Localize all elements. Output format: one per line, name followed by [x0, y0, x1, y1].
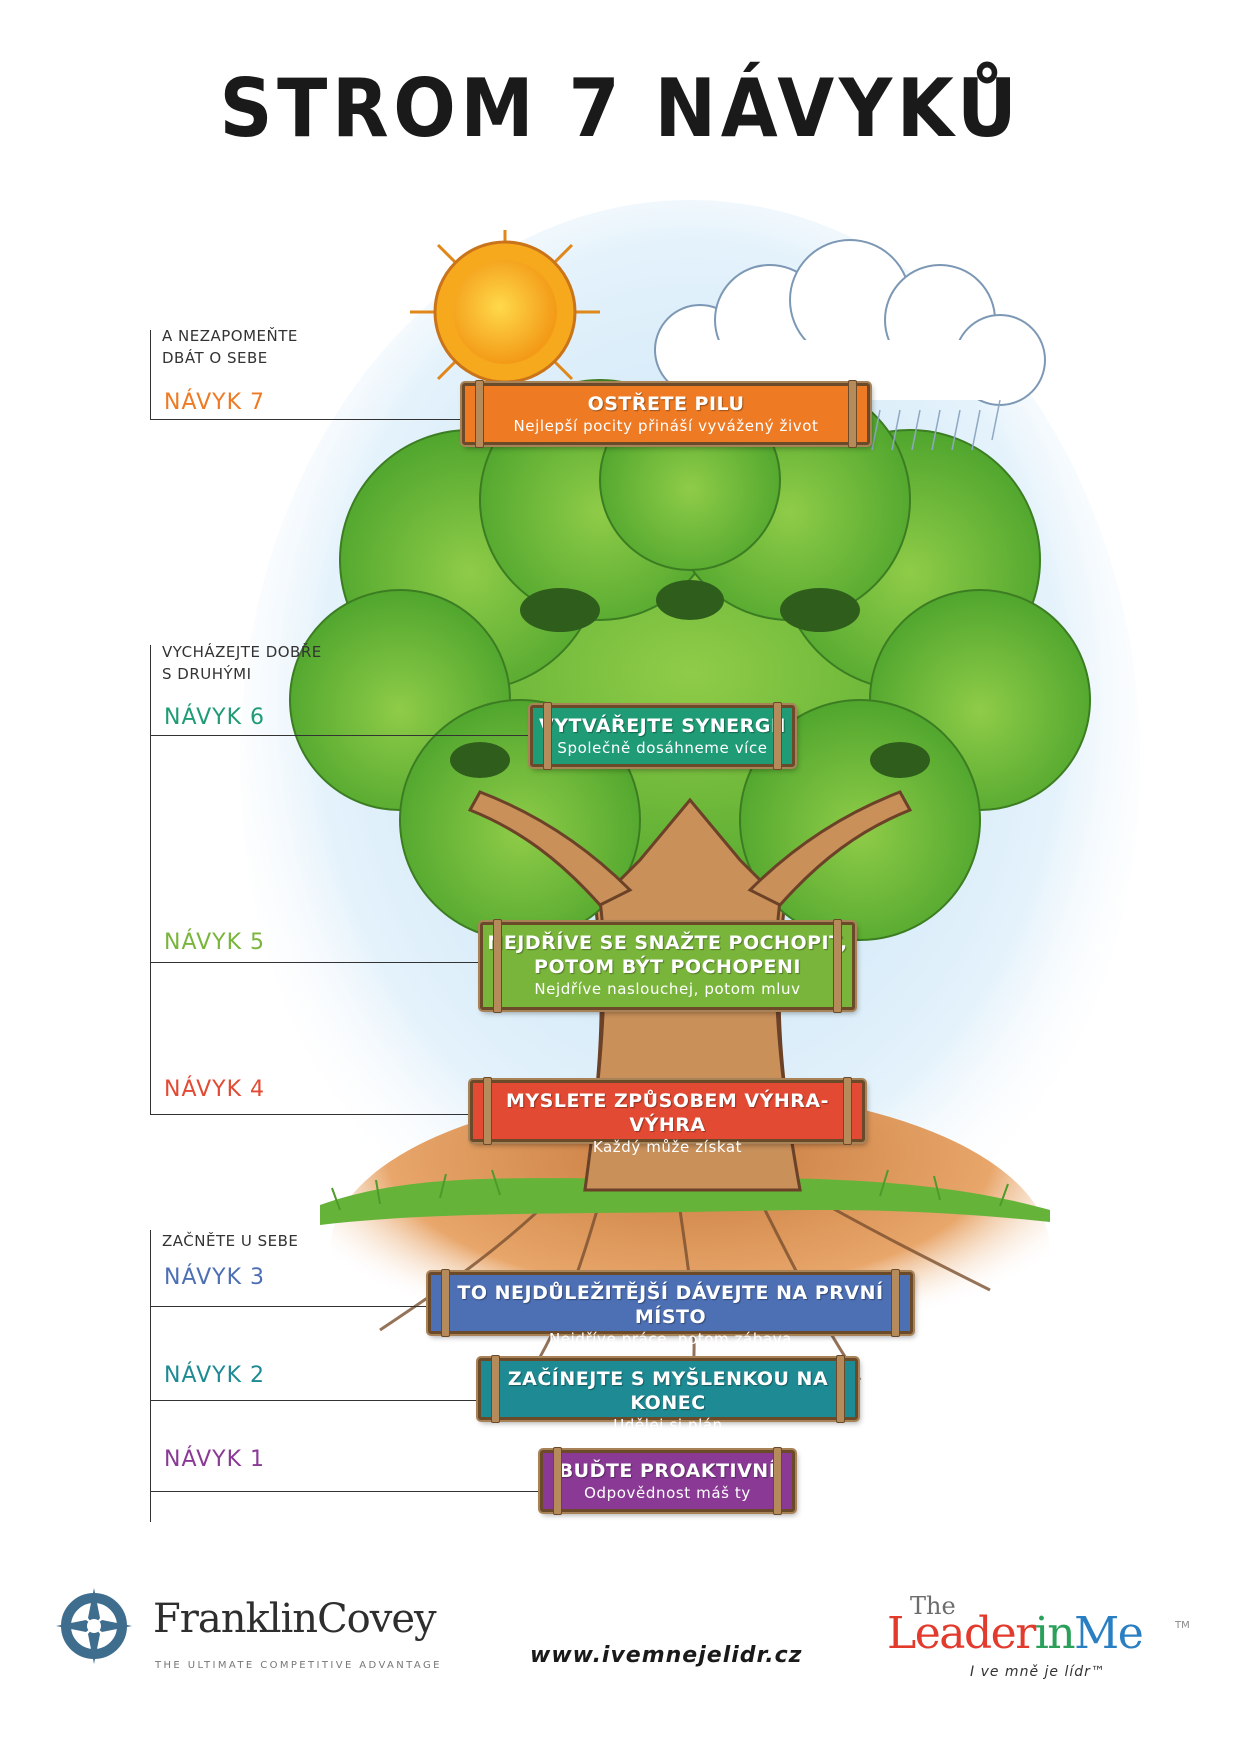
- leader-in-me-logo-text: LeaderinMe: [887, 1608, 1144, 1659]
- habit-1-sign: BUĎTE PROAKTIVNÍ Odpovědnost máš ty: [540, 1447, 795, 1515]
- habit-2-subtitle: Udělej si plán: [613, 1416, 723, 1434]
- compass-logo-icon: [56, 1588, 132, 1664]
- grass: [320, 1177, 1050, 1225]
- franklincovey-tagline: THE ULTIMATE COMPETITIVE ADVANTAGE: [155, 1660, 442, 1671]
- connector-habit-7: [150, 419, 460, 420]
- connector-habit-5: [150, 962, 480, 963]
- habit-5-title: NEJDŘÍVE SE SNAŽTE POCHOPIT,: [487, 932, 848, 954]
- habit-2-sign: ZAČÍNEJTE S MYŠLENKOU NA KONEC Udělej si…: [478, 1355, 858, 1434]
- habit-4-title: MYSLETE ZPŮSOBEM VÝHRA-VÝHRA: [505, 1090, 830, 1136]
- connector-habit-2: [150, 1400, 480, 1401]
- connector-habit-3: [150, 1306, 430, 1307]
- bracket-group-1: [150, 330, 151, 420]
- habit-5-title-line2: POTOM BÝT POCHOPENI: [534, 956, 801, 978]
- leader-in-me-the: The: [910, 1592, 956, 1620]
- bracket-group-2: [150, 645, 151, 1115]
- leader-in-me-tm: TM: [1175, 1620, 1190, 1631]
- habit-5-sign: NEJDŘÍVE SE SNAŽTE POCHOPIT, POTOM BÝT P…: [480, 919, 855, 1013]
- habit-7-number: NÁVYK 7: [164, 390, 266, 415]
- habit-4-subtitle: Každý může získat: [592, 1138, 743, 1156]
- habit-4-number: NÁVYK 4: [164, 1077, 266, 1102]
- habit-2-title: ZAČÍNEJTE S MYŠLENKOU NA KONEC: [507, 1368, 829, 1414]
- group-label-others: VYCHÁZEJTE DOBŘE S DRUHÝMI: [162, 643, 322, 683]
- cloud-icon: [654, 239, 1046, 406]
- habit-1-subtitle: Odpovědnost máš ty: [584, 1484, 751, 1502]
- habit-3-number: NÁVYK 3: [164, 1265, 266, 1290]
- habit-3-title: TO NEJDŮLEŽITĚJŠÍ DÁVEJTE NA PRVNÍ MÍSTO: [457, 1282, 884, 1328]
- habit-4-sign: MYSLETE ZPŮSOBEM VÝHRA-VÝHRA Každý může …: [470, 1077, 865, 1156]
- habit-5-subtitle: Nejdříve naslouchej, potom mluv: [534, 980, 801, 998]
- habit-3-sign: TO NEJDŮLEŽITĚJŠÍ DÁVEJTE NA PRVNÍ MÍSTO…: [428, 1269, 913, 1348]
- connector-habit-1: [150, 1491, 540, 1492]
- habit-7-subtitle: Nejlepší pocity přináší vyvážený život: [513, 417, 819, 435]
- connector-habit-6: [150, 735, 530, 736]
- leader-in-me-leader: Leader: [887, 1608, 1036, 1659]
- sun-icon: [410, 230, 600, 395]
- habit-3-subtitle: Nejdříve práce, potom zábava: [548, 1330, 793, 1348]
- habit-2-number: NÁVYK 2: [164, 1363, 266, 1388]
- website-url[interactable]: www.ivemnejelidr.cz: [530, 1643, 803, 1668]
- habit-5-number: NÁVYK 5: [164, 930, 266, 955]
- habit-6-sign: VYTVÁŘEJTE SYNERGII Společně dosáhneme v…: [530, 702, 795, 770]
- leader-in-me-in: in: [1034, 1608, 1076, 1659]
- habit-1-title: BUĎTE PROAKTIVNÍ: [558, 1460, 777, 1482]
- page-title: STROM 7 NÁVYKŮ: [219, 62, 1022, 155]
- habit-6-title: VYTVÁŘEJTE SYNERGII: [539, 715, 786, 737]
- canopy: [289, 379, 1091, 941]
- franklincovey-logo-text: FranklinCovey: [153, 1596, 437, 1642]
- habit-7-sign: OSTŘETE PILU Nejlepší pocity přináší vyv…: [462, 380, 870, 448]
- group-label-sharpen: A NEZAPOMEŇTE DBÁT O SEBE: [162, 327, 298, 367]
- leader-in-me-subtitle: I ve mně je lídr™: [970, 1664, 1106, 1680]
- bracket-group-3: [150, 1230, 151, 1522]
- connector-habit-4: [150, 1114, 470, 1115]
- group-label-self: ZAČNĚTE U SEBE: [162, 1232, 299, 1250]
- leader-in-me-me: Me: [1074, 1608, 1144, 1659]
- habit-6-subtitle: Společně dosáhneme více: [557, 739, 768, 757]
- habit-6-number: NÁVYK 6: [164, 705, 266, 730]
- habit-7-title: OSTŘETE PILU: [587, 393, 745, 415]
- habit-1-number: NÁVYK 1: [164, 1447, 266, 1472]
